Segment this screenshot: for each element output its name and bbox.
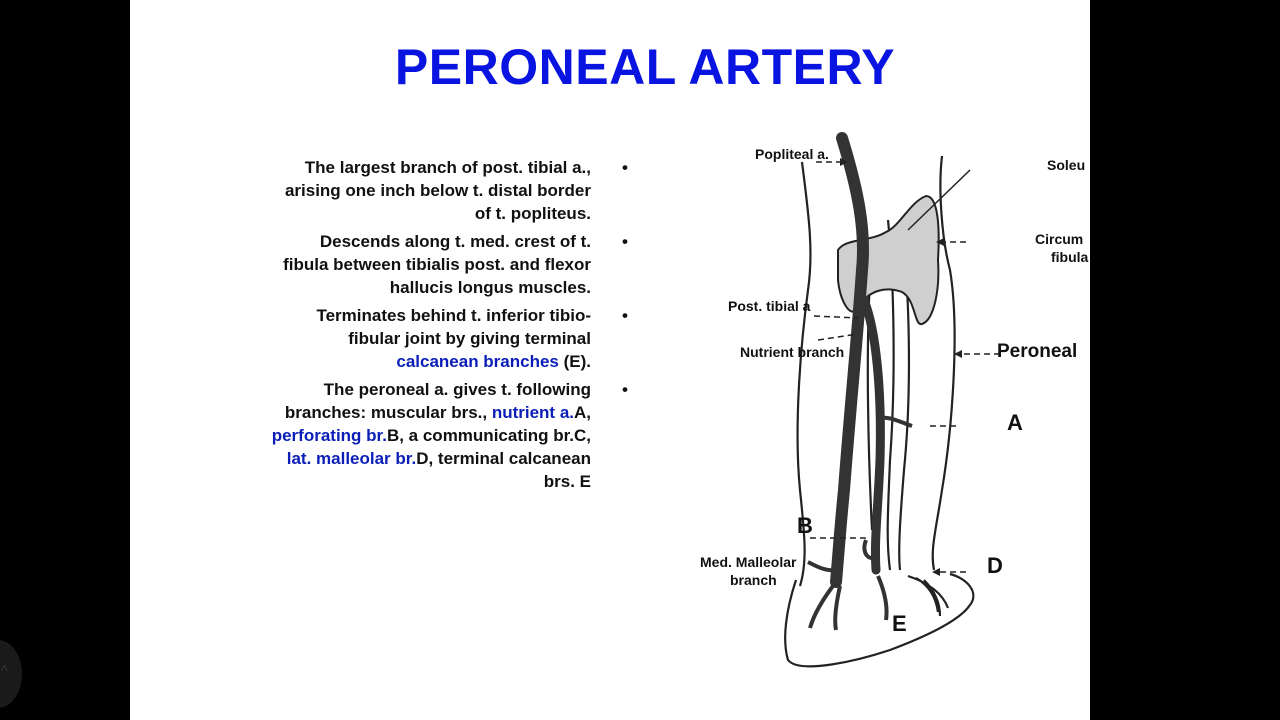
bullet-text: Descends along t. med. crest of t. fibul… bbox=[283, 232, 591, 297]
bullet-icon: • bbox=[622, 380, 628, 399]
bullet-text: The largest branch of post. tibial a., a… bbox=[284, 158, 591, 223]
heel-lines bbox=[907, 574, 950, 617]
branch-b bbox=[862, 539, 873, 560]
bullet-item: The largest branch of post. tibial a., a… bbox=[270, 156, 630, 225]
arrowhead-2 bbox=[936, 238, 944, 246]
label-e: E bbox=[892, 611, 907, 636]
leg-outline-right bbox=[931, 155, 956, 571]
slide: PERONEAL ARTERY The largest branch of po… bbox=[130, 0, 1090, 720]
bullet-icon: • bbox=[622, 158, 628, 177]
bullet-list: The largest branch of post. tibial a., a… bbox=[270, 156, 630, 498]
bullet-text: Terminates behind t. inferior tibio-fibu… bbox=[316, 306, 591, 348]
bullet-item: The peroneal a. gives t. following branc… bbox=[270, 378, 630, 493]
chevron-up-icon: ^ bbox=[1, 662, 8, 678]
leader-post-tibial bbox=[813, 315, 859, 319]
highlighted-text: lat. malleolar br. bbox=[286, 449, 417, 468]
label-d: D bbox=[987, 553, 1003, 578]
leader-nutrient bbox=[817, 333, 859, 341]
label-nutrient-branch: Nutrient branch bbox=[740, 344, 845, 360]
bullet-text: The peroneal a. gives t. following branc… bbox=[284, 380, 591, 422]
label-soleus: Soleu bbox=[1047, 157, 1086, 173]
foot-outline bbox=[784, 572, 975, 668]
highlighted-text: perforating br. bbox=[271, 426, 387, 445]
peroneal-artery-diagram bbox=[784, 132, 1000, 668]
arrowhead-3 bbox=[954, 350, 962, 358]
branch-a bbox=[877, 415, 913, 428]
overlay-nav-button[interactable]: ^ bbox=[0, 640, 22, 708]
highlighted-text: calcanean branches bbox=[396, 352, 559, 371]
label-branch: branch bbox=[730, 572, 777, 588]
label-b: B bbox=[797, 513, 813, 538]
label-fibula: fibula bbox=[1051, 249, 1089, 265]
bullet-icon: • bbox=[622, 232, 628, 251]
branch-med-malleolar bbox=[807, 560, 839, 573]
bullet-item: Descends along t. med. crest of t. fibul… bbox=[270, 230, 630, 299]
highlighted-text: nutrient a. bbox=[491, 403, 574, 422]
leg-outline-left bbox=[796, 161, 812, 587]
label-med-malleolar: Med. Malleolar bbox=[700, 554, 797, 570]
bullet-item: Terminates behind t. inferior tibio-fibu… bbox=[270, 304, 630, 373]
label-peroneal: Peroneal bbox=[997, 341, 1078, 362]
soleus-line bbox=[907, 169, 971, 231]
bullet-text: B, a communicating br.C, bbox=[386, 426, 591, 445]
label-circum: Circum bbox=[1035, 231, 1084, 247]
label-a: A bbox=[1007, 410, 1023, 435]
slide-title: PERONEAL ARTERY bbox=[394, 39, 896, 95]
main-artery bbox=[830, 132, 870, 588]
label-popliteal: Popliteal a. bbox=[755, 146, 829, 162]
bullet-text: (E). bbox=[558, 352, 591, 371]
bullet-text: A, bbox=[574, 403, 591, 422]
label-post-tibial: Post. tibial a bbox=[728, 298, 811, 314]
branch-calcanean bbox=[808, 575, 889, 631]
peroneal-artery-line bbox=[859, 295, 885, 575]
arrowhead-4 bbox=[932, 568, 940, 576]
arrowhead-1 bbox=[840, 158, 848, 166]
bullet-text: D, terminal calcanean brs. E bbox=[416, 449, 591, 491]
bullet-icon: • bbox=[622, 306, 628, 325]
